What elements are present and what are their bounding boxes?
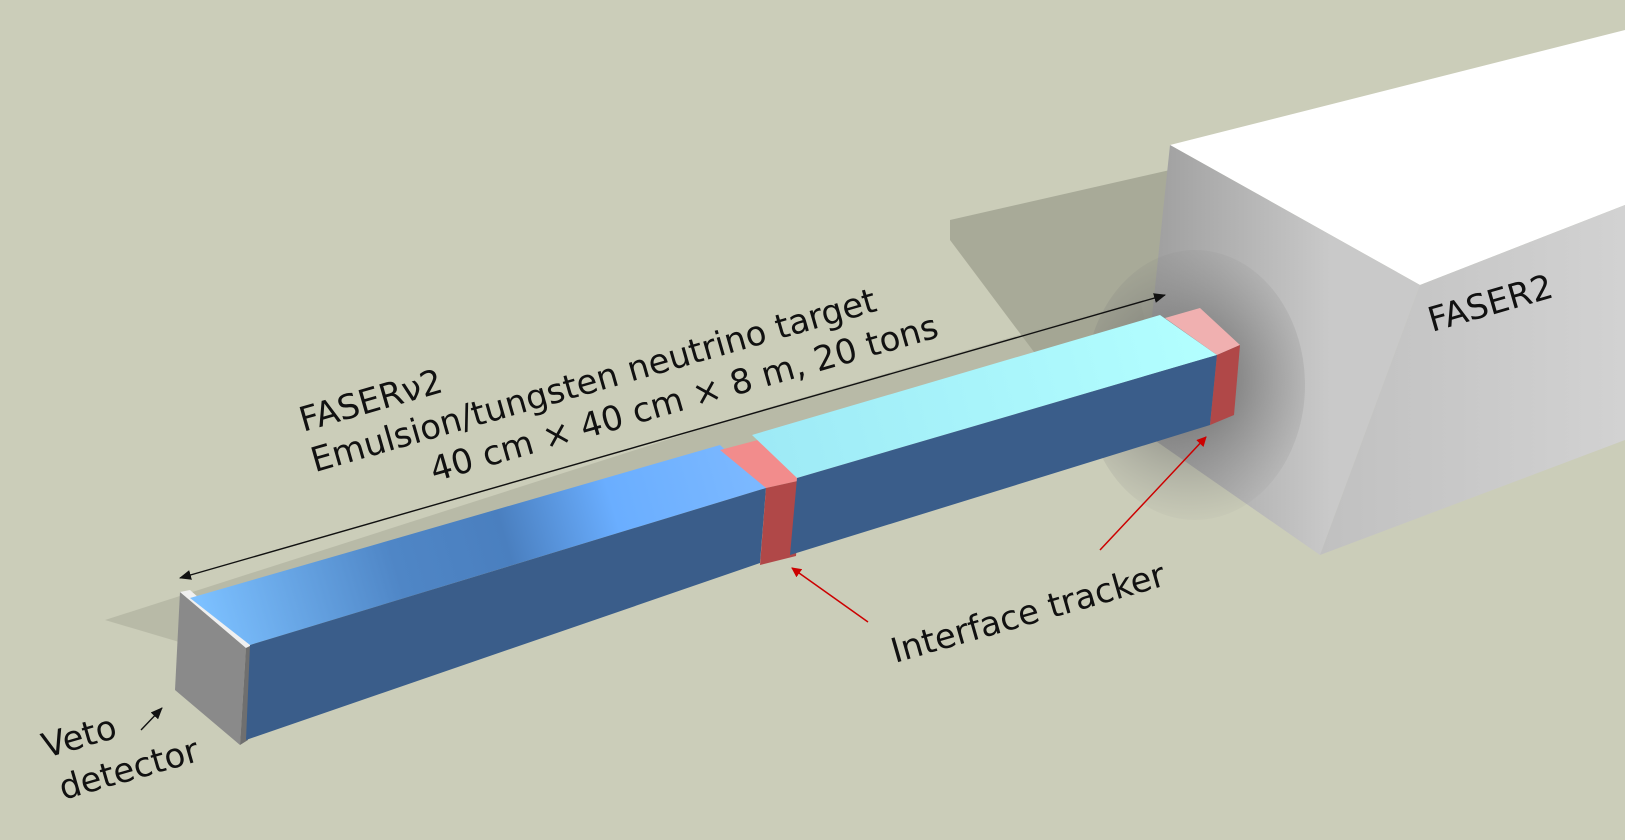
veto-arrow — [140, 707, 163, 731]
faser2-side-face — [1320, 205, 1625, 555]
tracker2-front — [1210, 345, 1240, 425]
veto-edge — [180, 590, 252, 648]
interface-tracker-end — [1165, 308, 1240, 425]
tracker2-top — [1165, 308, 1240, 355]
length-arrow — [179, 293, 1166, 580]
faser2-top-face — [1170, 30, 1625, 285]
tracker-arrow-end — [1099, 436, 1207, 551]
veto-face — [175, 592, 246, 745]
tracker-arrow-middle — [791, 567, 869, 623]
target-module-1 — [190, 445, 766, 740]
faser2-box — [1085, 30, 1625, 555]
interface-tracker-label: Interface tracker — [886, 555, 1169, 672]
